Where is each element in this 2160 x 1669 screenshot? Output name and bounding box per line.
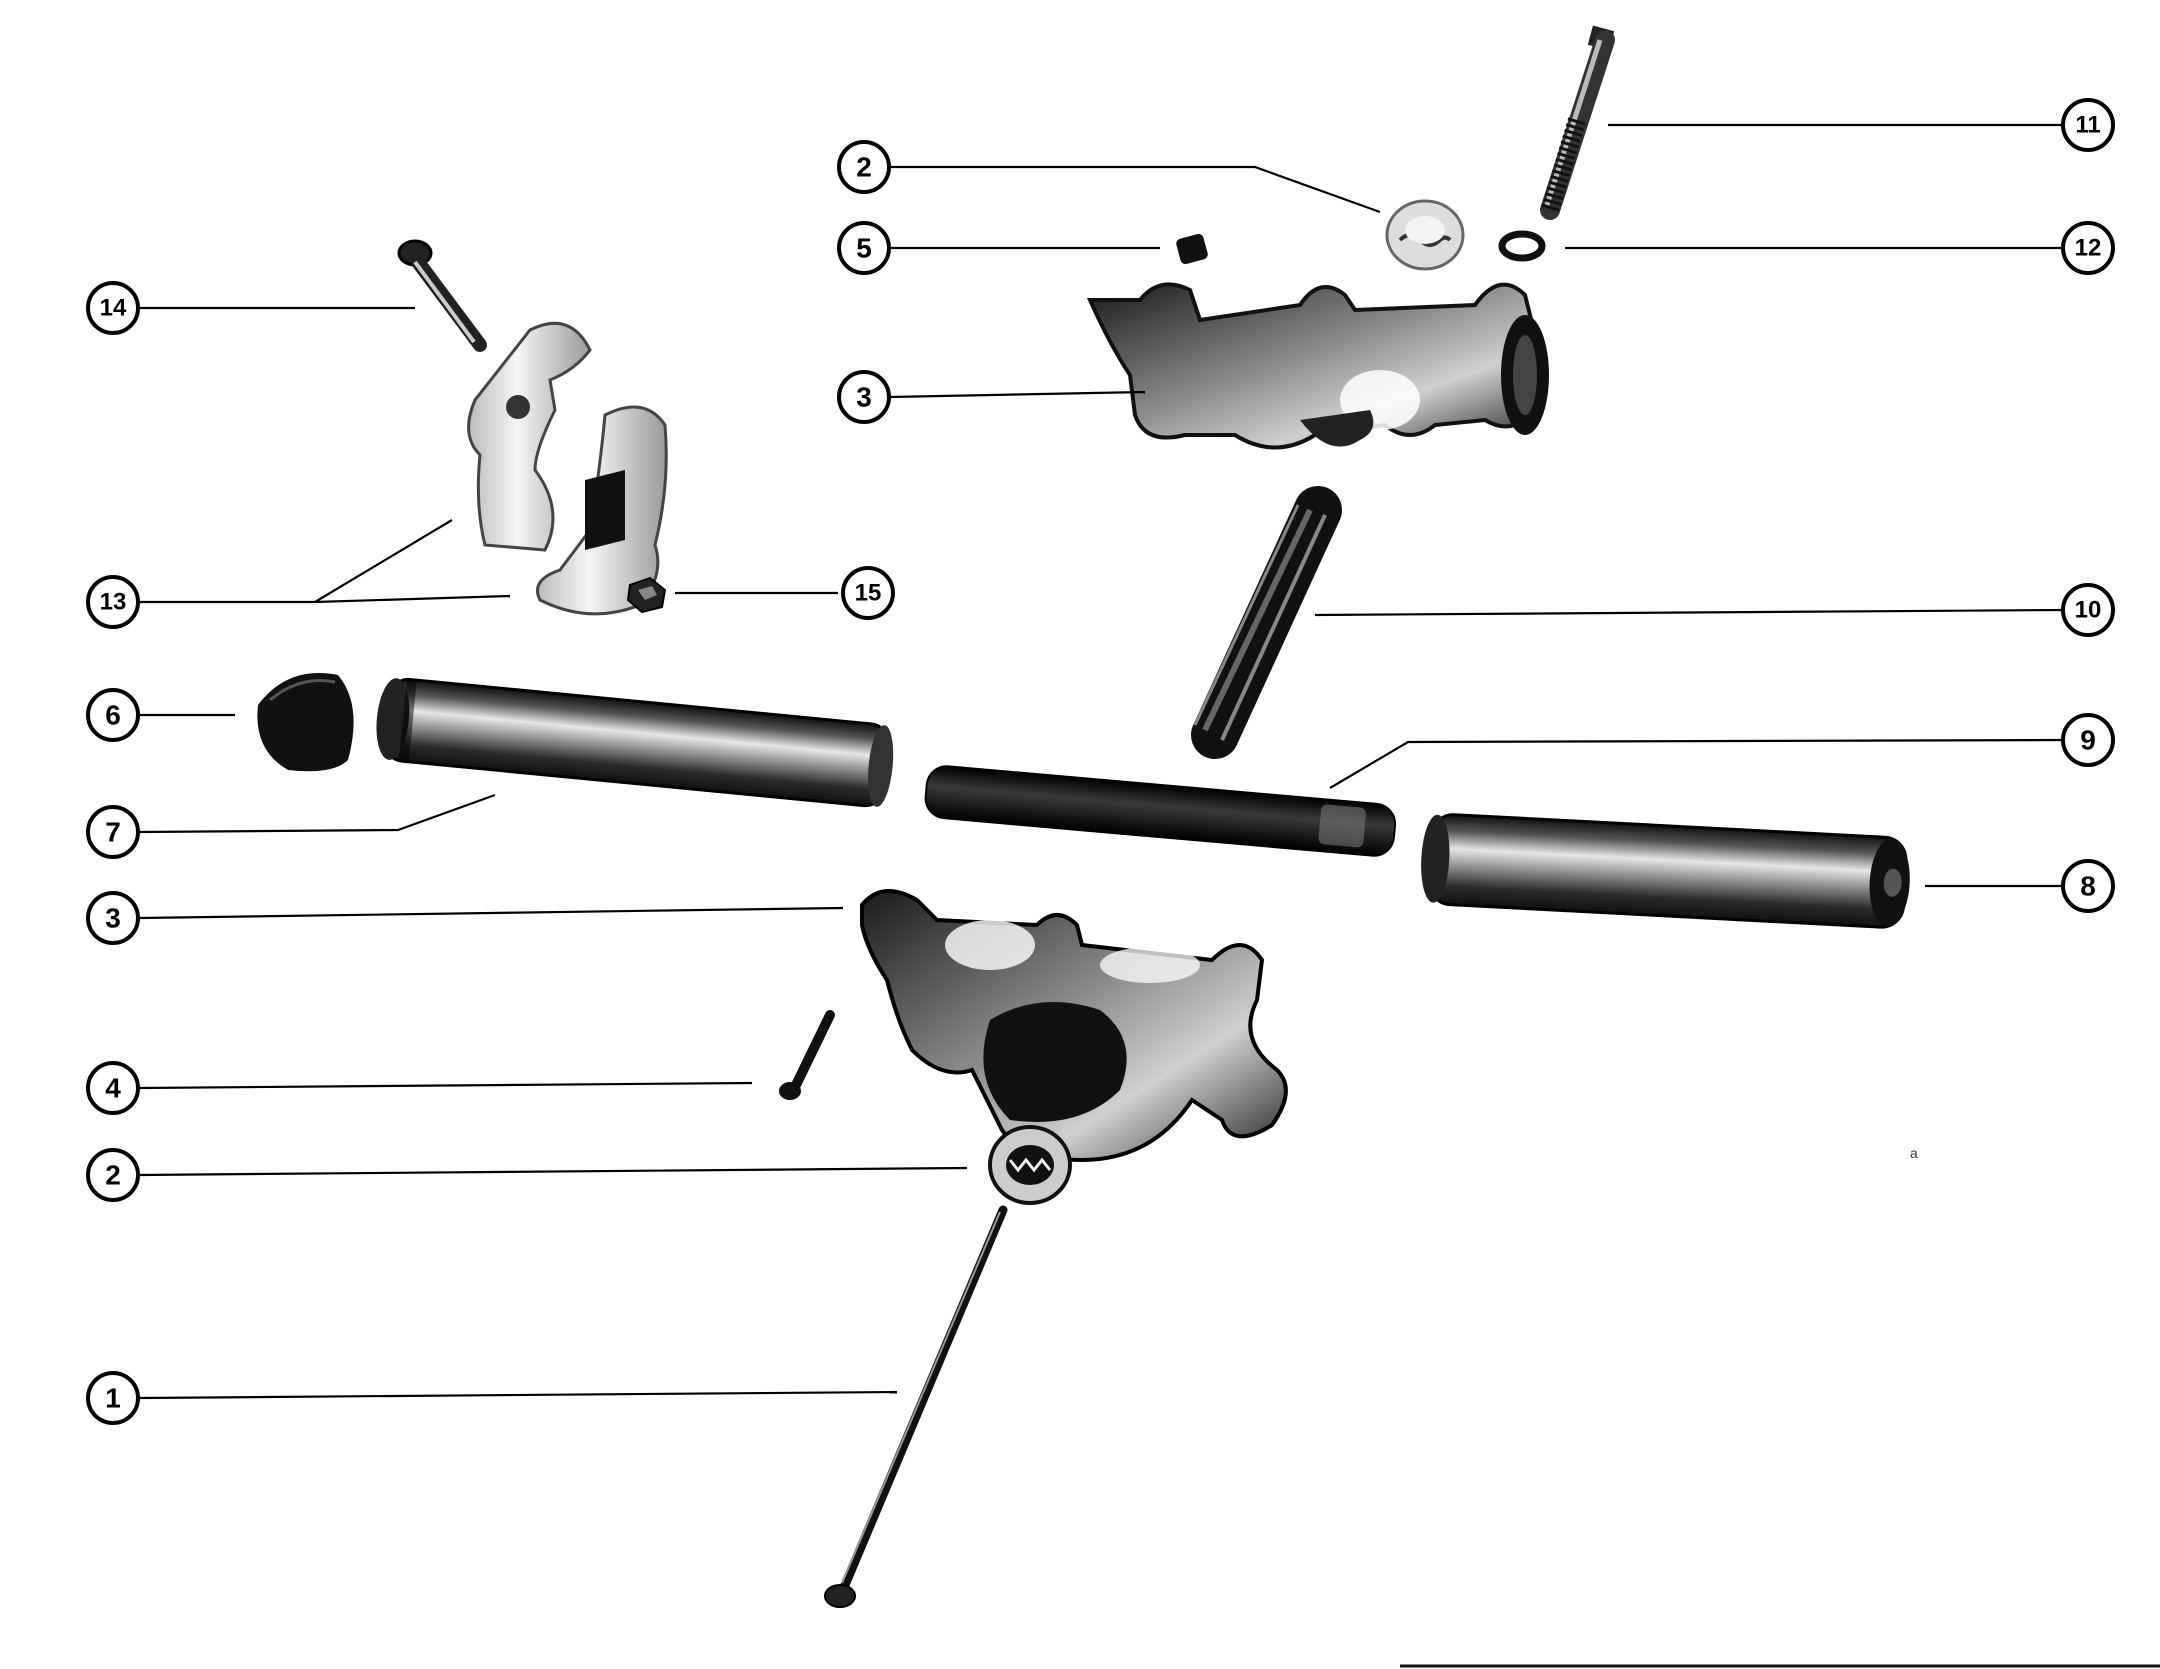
callout-8: 8	[2061, 859, 2115, 913]
callout-11: 11	[2061, 98, 2115, 152]
part-15-nut	[626, 576, 667, 614]
callout-label: 8	[2080, 871, 2096, 902]
part-7-tube	[376, 677, 894, 808]
callout-label: 5	[856, 233, 872, 264]
part-8-tube	[1421, 813, 1910, 929]
leader-2-lower	[139, 1166, 968, 1177]
part-13-clamp-halves	[467, 321, 668, 616]
callout-13: 13	[86, 575, 140, 629]
callout-3-upper: 3	[837, 370, 891, 424]
callout-3-lower: 3	[86, 891, 140, 945]
callout-label: 11	[2075, 112, 2100, 139]
callout-label: 4	[105, 1073, 121, 1104]
callout-label: 3	[105, 903, 121, 934]
part-12-washer	[1498, 230, 1546, 262]
part-11-bolt	[1540, 25, 1615, 220]
part-1-long-bolt	[824, 1205, 1008, 1608]
callout-7: 7	[86, 805, 140, 859]
callout-label: 12	[2075, 235, 2102, 262]
callout-label: 15	[855, 580, 882, 607]
callout-label: 2	[856, 152, 872, 183]
leader-13b	[314, 594, 511, 604]
part-2-lower-nut	[988, 1125, 1072, 1205]
callout-label: 14	[100, 295, 127, 322]
callout-label: 9	[2080, 725, 2096, 756]
callout-6: 6	[86, 688, 140, 742]
callout-label: 10	[2075, 597, 2102, 624]
callout-2-lower: 2	[86, 1148, 140, 1202]
callout-10: 10	[2061, 583, 2115, 637]
part-14-bolt	[397, 239, 487, 352]
callout-label: 7	[105, 817, 121, 848]
callout-12: 12	[2061, 221, 2115, 275]
callout-15: 15	[841, 566, 895, 620]
part-2-upper-nut	[1385, 199, 1465, 271]
callout-label: 1	[105, 1383, 121, 1414]
leader-13	[140, 519, 453, 604]
leader-3-lower	[139, 906, 844, 920]
callout-2-upper: 2	[837, 140, 891, 194]
callout-14: 14	[86, 281, 140, 335]
part-10-splined-shaft	[1191, 486, 1342, 759]
leader-2-upper	[888, 165, 1381, 214]
callout-5: 5	[837, 221, 891, 275]
part-4-screw	[779, 1010, 835, 1100]
part-3-upper-clamp	[1086, 282, 1549, 450]
leader-3-upper	[889, 390, 1146, 399]
part-5-set-screw	[1176, 233, 1208, 265]
leader-9	[1329, 738, 2064, 789]
leader-10	[1314, 608, 2064, 617]
callout-label: 13	[100, 589, 127, 616]
callout-label: 2	[105, 1160, 121, 1191]
leader-1	[139, 1390, 898, 1400]
callout-9: 9	[2061, 713, 2115, 767]
callout-label: 3	[856, 382, 872, 413]
stray-mark: a	[1910, 1145, 1918, 1161]
callout-1: 1	[86, 1371, 140, 1425]
leader-4	[139, 1081, 753, 1090]
callout-4: 4	[86, 1061, 140, 1115]
part-6-end-cap	[257, 673, 354, 772]
callout-label: 6	[105, 700, 121, 731]
part-3-lower-clamp	[860, 889, 1288, 1163]
leader-7	[139, 793, 496, 834]
part-9-shaft	[924, 765, 1397, 857]
